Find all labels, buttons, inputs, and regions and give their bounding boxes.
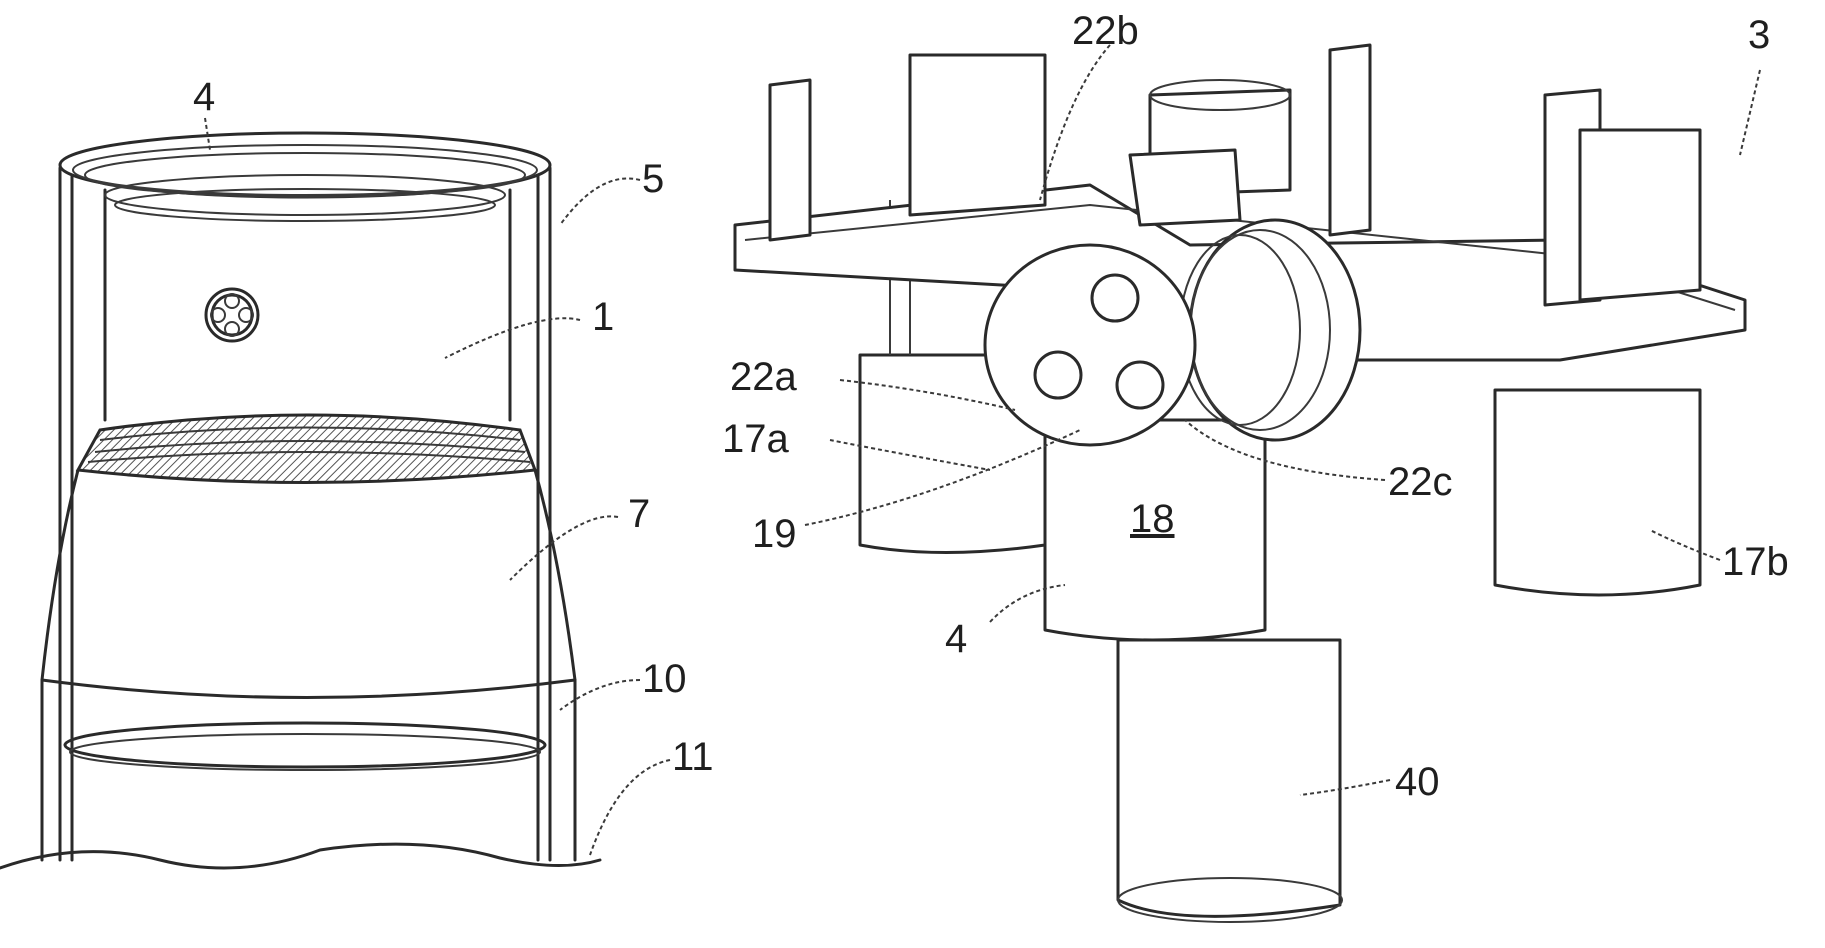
label-4-right: 4 <box>945 617 967 661</box>
valve-head-19 <box>983 148 1242 447</box>
label-17a: 17a <box>722 417 789 461</box>
label-17b: 17b <box>1722 540 1789 584</box>
label-10: 10 <box>642 657 687 701</box>
leader-lines <box>204 44 1761 856</box>
label-11: 11 <box>672 735 714 779</box>
label-18: 18 <box>1130 497 1175 541</box>
outer-sleeve <box>58 131 552 862</box>
port-22b <box>1090 273 1140 323</box>
label-22c: 22c <box>1388 460 1453 504</box>
base-collar <box>40 468 577 699</box>
label-19: 19 <box>752 512 797 556</box>
lower-ring <box>40 678 577 862</box>
break-line <box>0 842 602 870</box>
rotor-barrel <box>1179 218 1362 442</box>
left-assembly-view <box>0 131 602 870</box>
label-40: 40 <box>1395 760 1440 804</box>
pillar-17b <box>1493 388 1702 597</box>
right-valve-view <box>733 43 1747 923</box>
label-7: 7 <box>628 492 650 536</box>
label-3: 3 <box>1748 13 1770 57</box>
valve-window <box>204 287 260 343</box>
threaded-band <box>75 413 538 484</box>
inner-cup <box>103 174 512 422</box>
stem <box>1116 638 1343 923</box>
label-22a: 22a <box>730 355 797 399</box>
label-1: 1 <box>592 295 614 339</box>
port-22a <box>1033 350 1083 400</box>
reference-numerals: 4 5 1 7 10 11 22b 3 22a 17a 19 18 22c 17… <box>193 9 1789 804</box>
label-22b: 22b <box>1072 9 1139 53</box>
valve-body-18 <box>1043 418 1267 642</box>
label-5: 5 <box>642 157 664 201</box>
label-4-left: 4 <box>193 75 215 119</box>
port-22c <box>1115 360 1165 410</box>
